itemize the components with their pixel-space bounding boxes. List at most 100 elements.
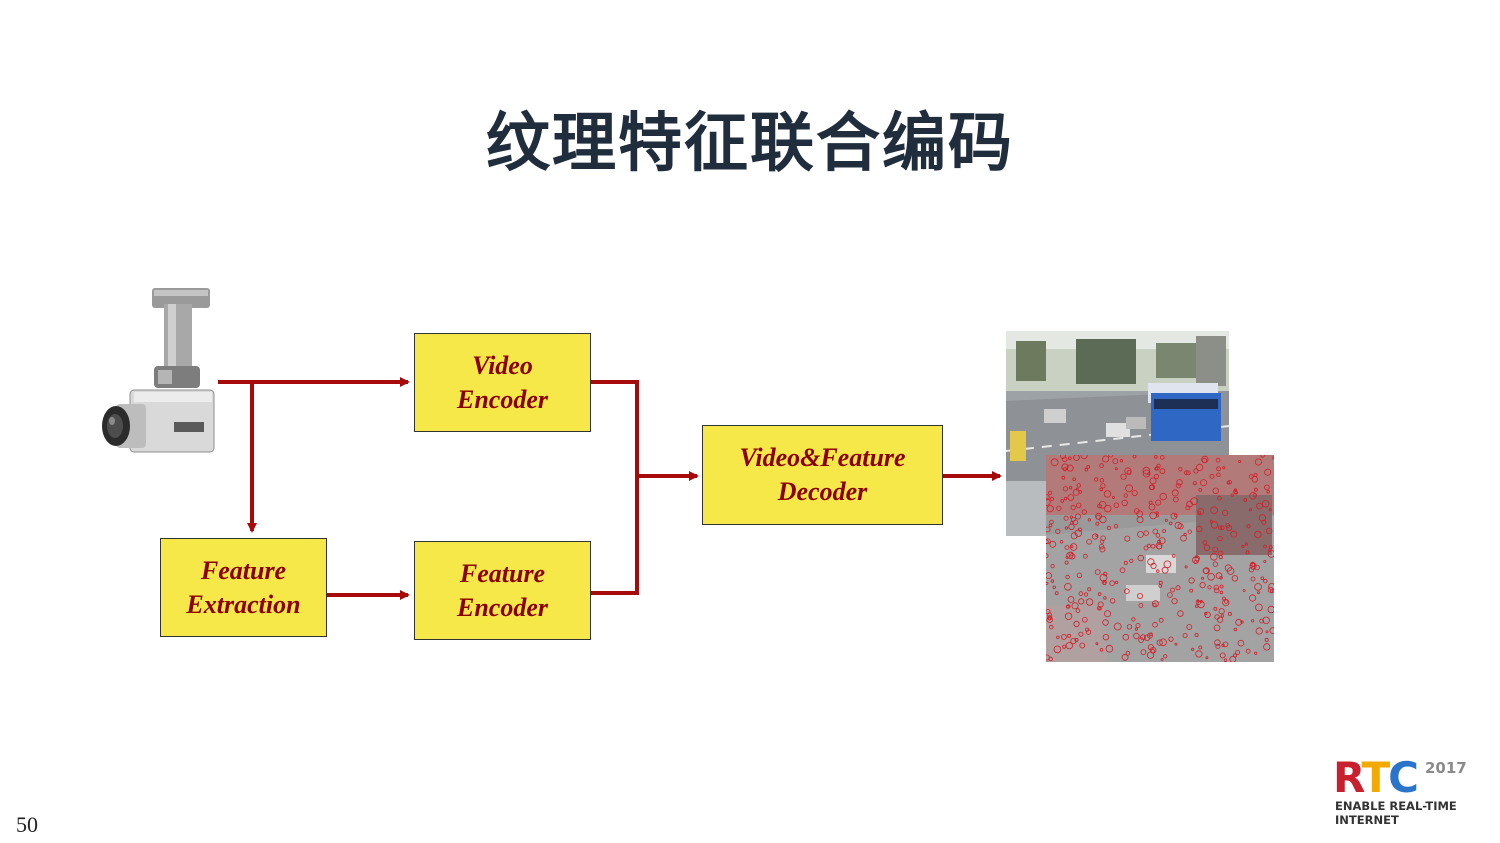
feature-point: [1098, 500, 1107, 509]
feature-point: [1080, 455, 1088, 460]
feature-point: [1074, 513, 1081, 520]
logo-t: T: [1361, 753, 1390, 802]
feature-point: [1248, 566, 1255, 573]
feature-point: [1255, 627, 1263, 635]
feature-point: [1212, 546, 1218, 553]
feature-point: [1078, 591, 1084, 596]
feature-point: [1163, 654, 1168, 659]
feature-point: [1129, 558, 1134, 563]
feature-point: [1048, 656, 1053, 662]
feature-point: [1071, 602, 1079, 610]
feature-point: [1268, 549, 1272, 552]
feature-point: [1149, 632, 1153, 636]
video-feature-decoder-box: Video&Feature Decoder: [702, 425, 943, 525]
feature-point: [1109, 598, 1116, 604]
feature-point: [1168, 521, 1173, 526]
feature-point: [1073, 620, 1080, 628]
feature-point: [1226, 525, 1233, 532]
feature-point: [1126, 624, 1133, 630]
feature-point: [1155, 466, 1160, 471]
feature-point: [1224, 564, 1232, 572]
feature-point: [1097, 601, 1104, 608]
feature-point: [1161, 566, 1169, 574]
feature-point: [1062, 486, 1068, 492]
feature-point: [1245, 648, 1251, 654]
feature-point: [1047, 490, 1053, 495]
feature-point: [1061, 463, 1069, 471]
feature-point: [1124, 588, 1130, 595]
feature-point: [1143, 530, 1149, 536]
feature-point: [1207, 585, 1212, 590]
feature-point: [1254, 530, 1262, 539]
feature-point: [1046, 539, 1049, 544]
feature-point: [1109, 580, 1115, 586]
page-title: 纹理特征联合编码: [486, 107, 1014, 181]
feature-point: [1072, 477, 1077, 482]
feature-point: [1152, 600, 1159, 608]
feature-point: [1133, 508, 1140, 514]
feature-point: [1153, 473, 1160, 480]
feature-point: [1175, 585, 1181, 591]
feature-point: [1075, 608, 1081, 613]
feature-point: [1046, 581, 1049, 585]
feature-point: [1245, 550, 1250, 555]
feature-point: [1209, 519, 1213, 523]
feature-point: [1244, 542, 1248, 546]
feature-point: [1056, 635, 1060, 639]
feature-point: [1123, 493, 1128, 498]
feature-point: [1103, 571, 1108, 577]
feature-point: [1052, 585, 1056, 589]
feature-point: [1102, 581, 1107, 585]
feature-point: [1251, 476, 1258, 483]
feature-point: [1046, 494, 1050, 501]
feature-point: [1095, 521, 1100, 526]
feature-point: [1254, 458, 1262, 466]
feature-point: [1066, 464, 1074, 472]
feature-point: [1205, 656, 1209, 660]
feature-point: [1150, 649, 1155, 654]
feature-point: [1126, 470, 1132, 475]
feature-point: [1135, 622, 1141, 628]
feature-point: [1059, 540, 1064, 544]
feature-point: [1213, 587, 1220, 594]
feature-point: [1048, 617, 1052, 621]
feature-point: [1102, 633, 1110, 641]
feature-point: [1046, 505, 1054, 513]
feature-point: [1198, 488, 1203, 492]
feature-point: [1046, 616, 1053, 623]
feature-point: [1267, 586, 1274, 593]
decoder-label-2: Decoder: [777, 477, 868, 506]
feature-point: [1150, 562, 1157, 570]
feature-point: [1064, 560, 1069, 565]
feature-point: [1062, 467, 1067, 472]
feature-point: [1238, 460, 1242, 464]
feature-point: [1055, 528, 1061, 535]
feature-point: [1240, 620, 1244, 624]
feature-point: [1113, 622, 1122, 631]
feature-point: [1120, 473, 1127, 480]
feature-point: [1213, 606, 1218, 611]
feature-point: [1115, 580, 1119, 585]
feature-point: [1220, 614, 1224, 618]
logo-tagline: ENABLE REAL-TIME INTERNET: [1335, 799, 1457, 827]
feature-point: [1105, 644, 1114, 653]
feature-point: [1155, 499, 1162, 506]
feature-point: [1065, 642, 1073, 650]
feature-point: [1154, 455, 1158, 459]
feature-point: [1061, 475, 1066, 480]
feature-point: [1202, 540, 1208, 545]
feature-point: [1263, 578, 1268, 584]
feature-point: [1265, 527, 1273, 535]
feature-point: [1159, 492, 1167, 501]
feature-point: [1186, 624, 1193, 630]
feature-point: [1113, 502, 1120, 508]
feature-point: [1085, 598, 1094, 606]
feature-point: [1263, 560, 1267, 564]
feature-point: [1180, 534, 1187, 542]
feature-point: [1158, 580, 1163, 585]
feature-point: [1143, 545, 1149, 551]
feature-point: [1054, 591, 1059, 596]
feature-point: [1085, 629, 1092, 635]
feature-point: [1263, 544, 1267, 549]
feature-point: [1068, 486, 1073, 490]
